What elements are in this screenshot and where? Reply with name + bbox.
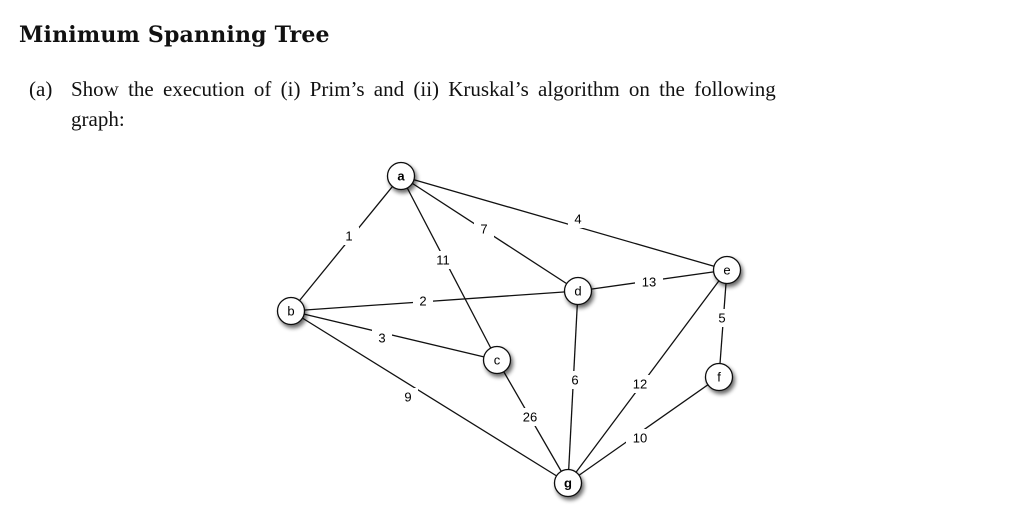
edge-weight-a-d: 7: [480, 222, 487, 237]
edge-weight-b-g: 9: [404, 390, 411, 405]
edge-b-d: [290, 290, 579, 312]
edge-a-e: [400, 175, 728, 271]
node-c: c: [482, 345, 512, 375]
node-d: d: [563, 276, 593, 306]
edge-weight-d-g: 6: [571, 373, 578, 388]
node-label: c: [494, 353, 501, 368]
edge-label-bg: [565, 371, 585, 389]
edge-weight-e-f: 5: [718, 311, 725, 326]
edge-label-bg: [712, 309, 732, 327]
edge-label-bg: [516, 408, 544, 426]
edge-b-c: [290, 310, 498, 361]
node-b: b: [276, 296, 306, 326]
node-a: a: [386, 161, 416, 191]
node-label: d: [574, 284, 581, 299]
edge-label-bg: [474, 220, 494, 238]
edge-label-bg: [339, 227, 359, 245]
edge-label-bg: [398, 388, 418, 406]
edge-weight-d-e: 13: [642, 275, 656, 290]
node-f: f: [704, 362, 734, 392]
node-label: g: [564, 476, 572, 491]
edge-label-bg: [372, 329, 392, 347]
edge-weight-e-g: 12: [633, 377, 647, 392]
edge-label-bg: [626, 429, 654, 447]
edge-label-bg: [429, 251, 457, 269]
node-label: e: [723, 263, 730, 278]
node-label: b: [287, 304, 294, 319]
edge-weight-a-c: 11: [436, 253, 450, 268]
edge-label-bg: [568, 210, 588, 228]
node-label: f: [717, 370, 721, 385]
question-line-1: Show the execution of (i) Prim’s and (ii…: [71, 77, 776, 101]
node-e: e: [712, 255, 742, 285]
node-g: g: [553, 468, 583, 498]
question-line-2: graph:: [71, 107, 125, 131]
edge-weight-c-g: 26: [523, 410, 537, 425]
edge-label-bg: [635, 273, 663, 291]
edge-label-bg: [413, 292, 433, 310]
edge-weight-f-g: 10: [633, 431, 647, 446]
edge-weight-a-e: 4: [574, 212, 581, 227]
edge-weight-b-c: 3: [378, 331, 385, 346]
section-title: Minimum Spanning Tree: [19, 22, 330, 48]
edge-b-g: [290, 310, 569, 484]
question-text: (a) Show the execution of (i) Prim’s and …: [29, 74, 959, 134]
node-label: a: [397, 169, 405, 184]
edge-weight-a-b: 1: [345, 229, 352, 244]
edge-weight-b-d: 2: [419, 294, 426, 309]
edge-label-bg: [626, 375, 654, 393]
question-label: (a): [29, 77, 53, 101]
